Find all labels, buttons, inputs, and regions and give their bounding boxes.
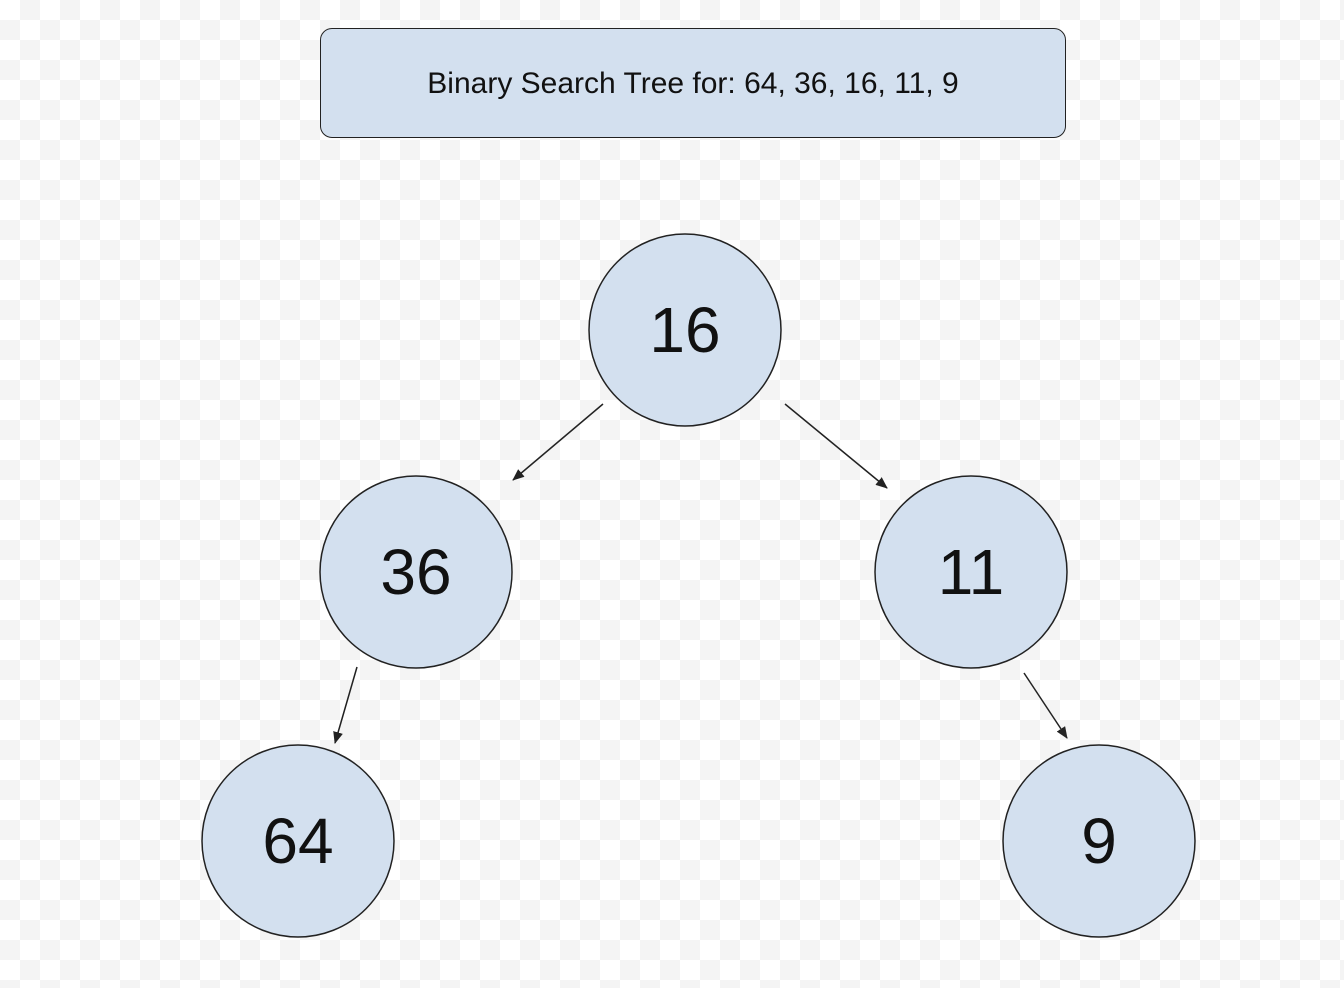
tree-node-16: 16 — [588, 233, 782, 427]
node-label: 16 — [649, 294, 720, 366]
edge-16-to-36 — [512, 403, 604, 481]
node-circle — [1002, 744, 1196, 938]
edge-11-to-9 — [1023, 672, 1068, 739]
node-circle — [874, 475, 1068, 669]
diagram-title: Binary Search Tree for: 64, 36, 16, 11, … — [427, 67, 959, 100]
node-circle — [588, 233, 782, 427]
tree-node-9: 9 — [1002, 744, 1196, 938]
node-label: 36 — [380, 536, 451, 608]
node-label: 11 — [938, 536, 1004, 608]
node-circle — [201, 744, 395, 938]
tree-node-64: 64 — [201, 744, 395, 938]
edge-36-to-64 — [333, 666, 358, 744]
node-circle — [319, 475, 513, 669]
tree-node-36: 36 — [319, 475, 513, 669]
edges-layer — [333, 403, 1068, 744]
title-box: Binary Search Tree for: 64, 36, 16, 11, … — [320, 28, 1066, 138]
node-label: 9 — [1081, 805, 1117, 877]
edge-16-to-11 — [784, 403, 888, 489]
node-label: 64 — [262, 805, 333, 877]
tree-node-11: 11 — [874, 475, 1068, 669]
